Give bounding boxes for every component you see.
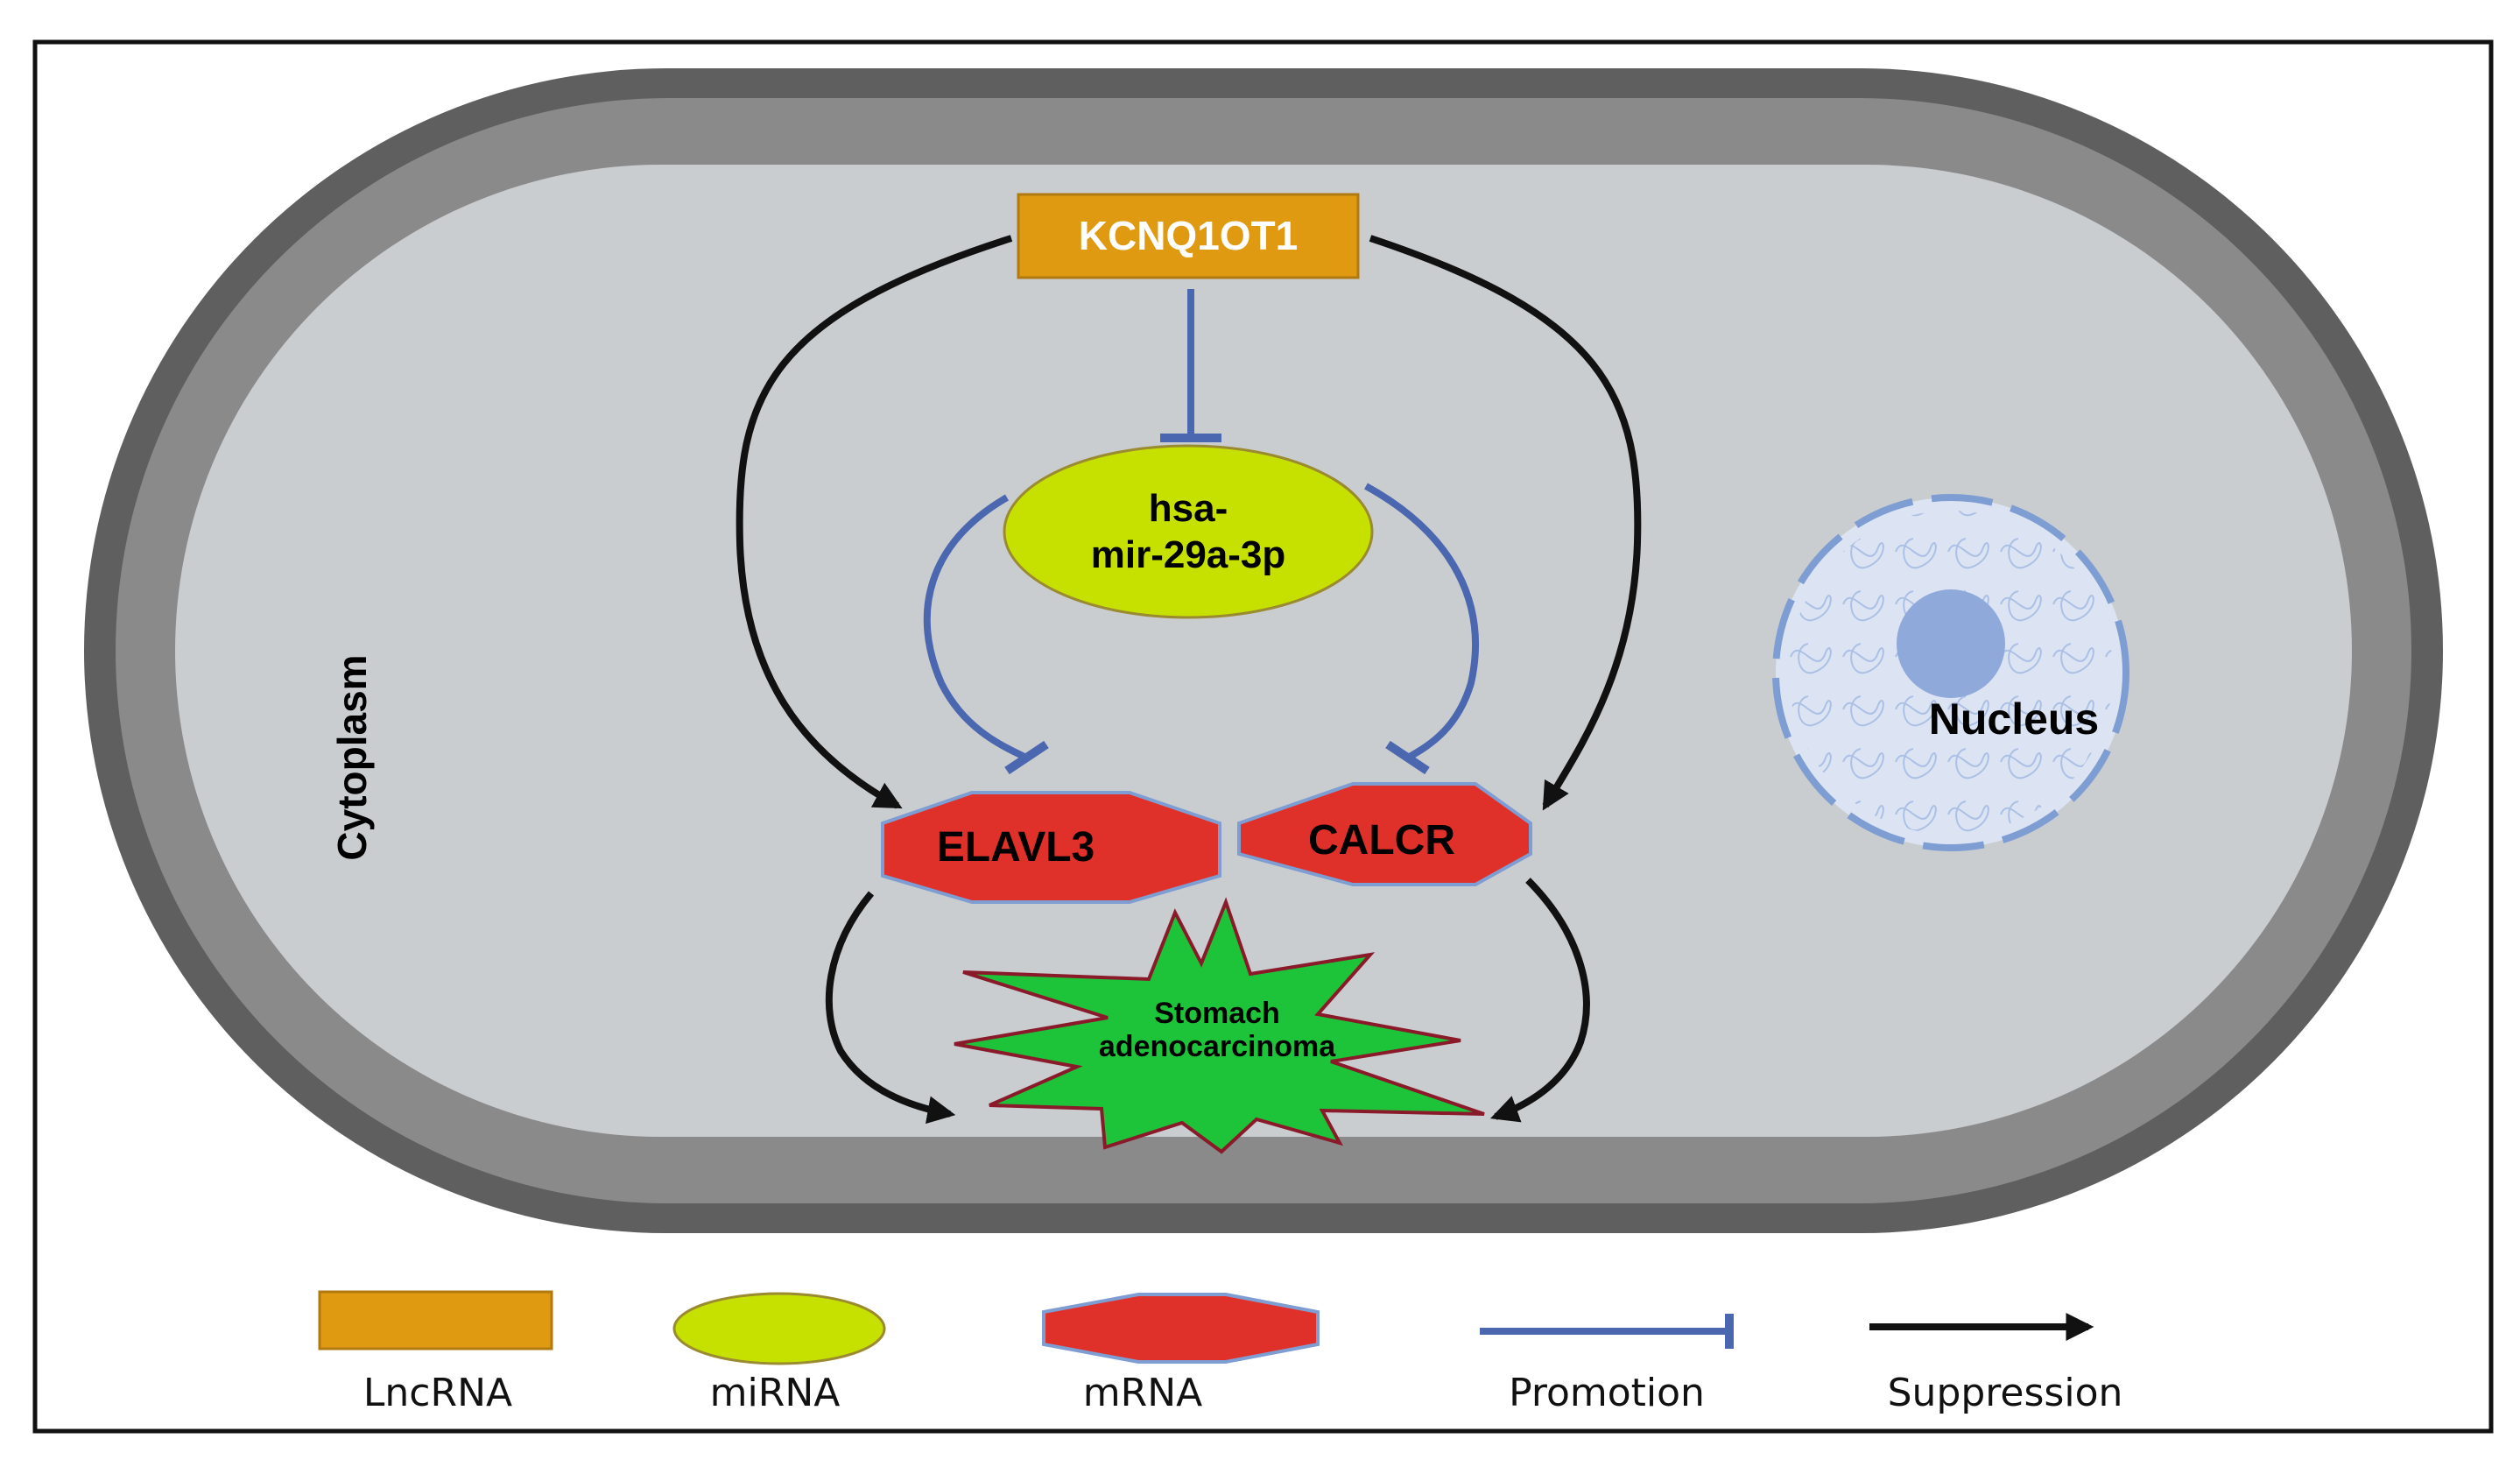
- edge-kcnq1ot1-to-calcr: [1369, 235, 1642, 811]
- legend-mrna-swatch: [1042, 1293, 1320, 1364]
- node-hsa-mir-29a-3p: hsa- mir-29a-3p: [1003, 444, 1374, 619]
- lncrna-box: [1017, 193, 1360, 279]
- legend-mirna-label: miRNA: [710, 1371, 841, 1415]
- legend-item-mirna: miRNA: [672, 1292, 886, 1415]
- legend-item-lncrna: LncRNA: [318, 1290, 553, 1415]
- node-calcr: CALCR: [1237, 782, 1532, 886]
- node-stomach-adenocarcinoma: Stomach adenocarcinoma: [954, 897, 1485, 1154]
- legend-item-suppression: Suppression: [1869, 1313, 2123, 1415]
- cytoplasm-area: [175, 165, 2352, 1137]
- disease-starburst: [954, 897, 1485, 1154]
- edge-calcr-to-disease: [1489, 878, 1590, 1123]
- mirna-label-line2: mir-29a-3p: [1091, 533, 1286, 576]
- nucleus: Nucleus: [1772, 494, 2129, 851]
- legend-suppression-label: Suppression: [1888, 1371, 2123, 1415]
- legend: LncRNA miRNA mRNA Promotion Suppression: [318, 1290, 2123, 1415]
- legend-item-promotion: Promotion: [1480, 1314, 1734, 1415]
- legend-promotion-label: Promotion: [1509, 1371, 1705, 1415]
- mrna-right-label: CALCR: [1308, 817, 1455, 864]
- edge-kcnq1ot1-to-elavl3: [736, 235, 1013, 809]
- legend-lncrna-label: LncRNA: [363, 1371, 512, 1415]
- nucleus-envelope: [1772, 494, 2129, 851]
- legend-item-mrna: mRNA: [1042, 1293, 1320, 1415]
- nucleolus: [1897, 589, 2005, 698]
- lncrna-label: KCNQ1OT1: [1079, 213, 1298, 258]
- mrna-left-hexagon: [881, 791, 1221, 904]
- node-elavl3: ELAVL3: [881, 791, 1221, 904]
- edge-mirna-to-calcr: [1364, 483, 1479, 775]
- edge-elavl3-to-disease: [825, 891, 956, 1125]
- legend-mrna-label: mRNA: [1083, 1371, 1202, 1415]
- legend-lncrna-swatch: [318, 1290, 553, 1351]
- disease-label-line2: adenocarcinoma: [1099, 1030, 1336, 1063]
- mrna-left-label: ELAVL3: [937, 824, 1095, 871]
- mirna-ellipse: [1003, 444, 1374, 619]
- node-kcnq1ot1: KCNQ1OT1: [1017, 193, 1360, 279]
- mrna-right-hexagon: [1237, 782, 1532, 886]
- cytoplasm-label: Cytoplasm: [329, 654, 375, 860]
- legend-mirna-swatch: [672, 1292, 886, 1365]
- edge-mirna-to-elavl3: [923, 494, 1049, 775]
- disease-label-line1: Stomach: [1154, 997, 1280, 1030]
- edge-kcnq1ot1-to-mirna: [1160, 289, 1221, 442]
- mirna-label-line1: hsa-: [1149, 487, 1228, 530]
- nucleus-label: Nucleus: [1929, 695, 2100, 744]
